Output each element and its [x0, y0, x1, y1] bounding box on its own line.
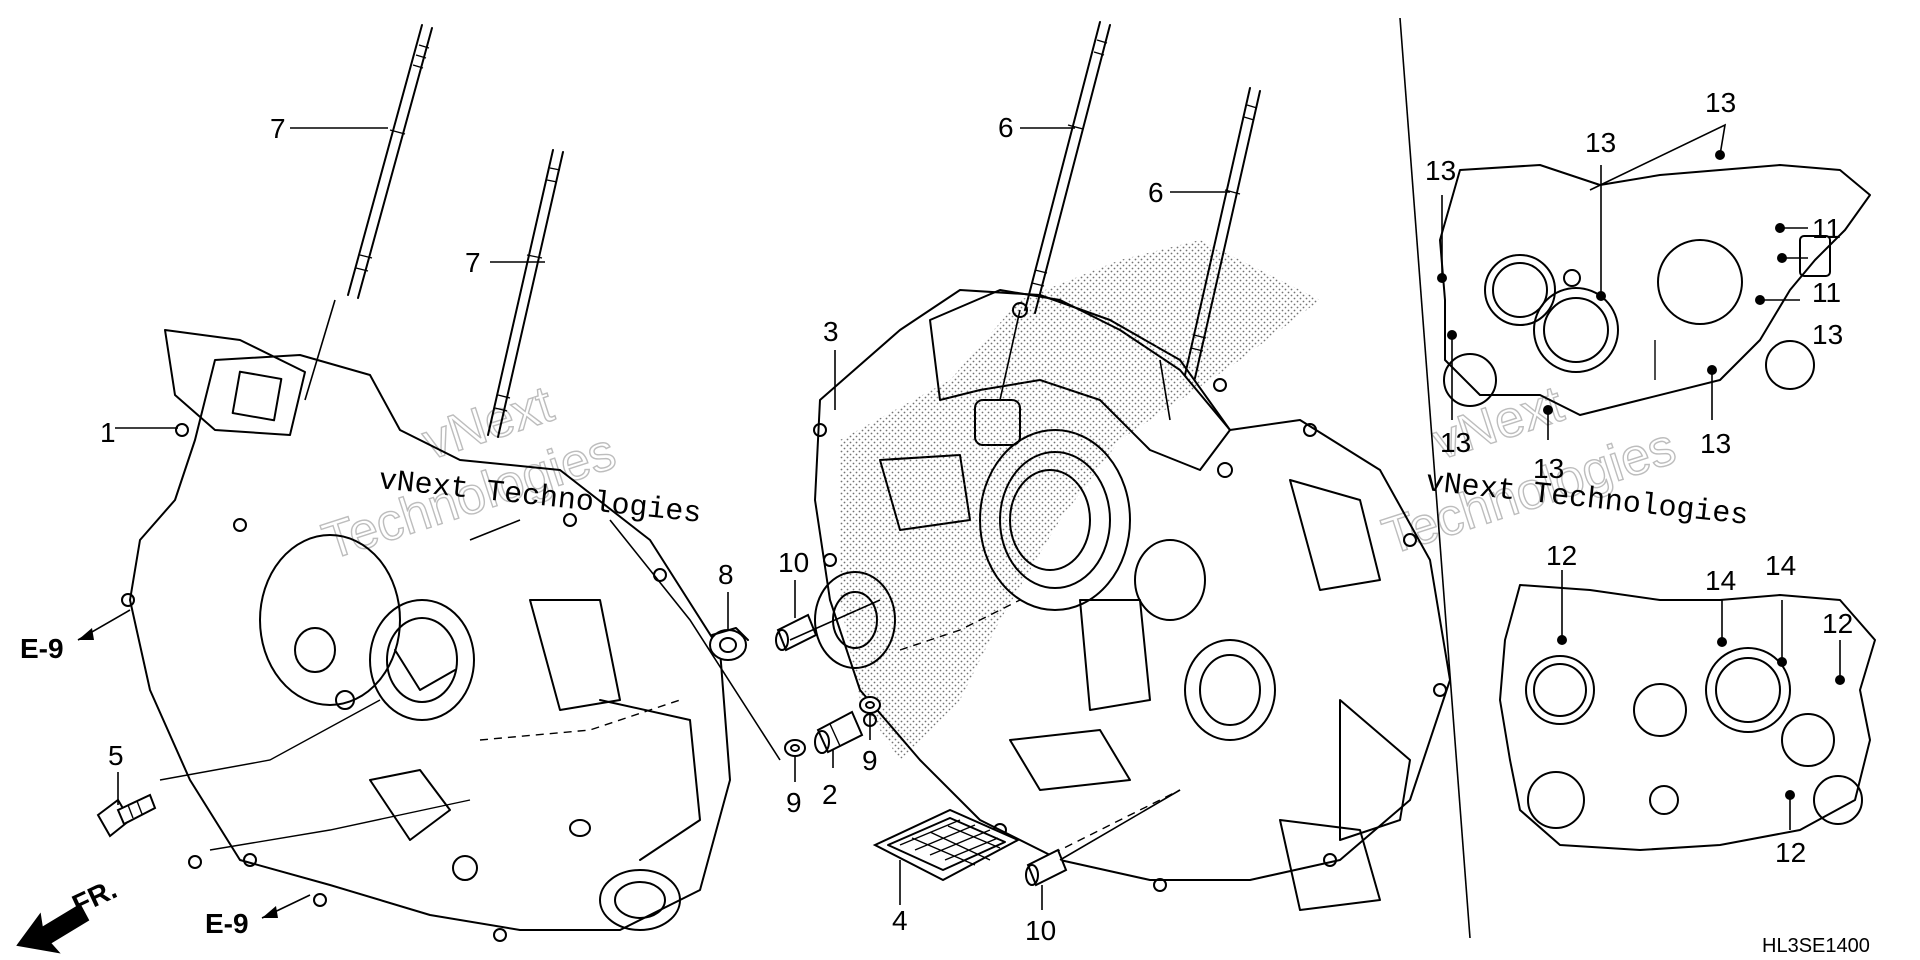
callout-1: 1 [100, 417, 116, 448]
ref-e9-lower: E-9 [205, 908, 249, 939]
callout-8: 8 [718, 559, 734, 590]
callout-7-left: 7 [270, 113, 286, 144]
callout-2: 2 [822, 779, 838, 810]
left-crankcase [121, 329, 731, 942]
callout-12-left: 12 [1546, 540, 1577, 571]
callout-10-lower: 10 [1025, 915, 1056, 946]
callout-13-d: 13 [1705, 87, 1736, 118]
callout-14-left: 14 [1705, 565, 1736, 596]
callout-11-upper: 11 [1812, 213, 1841, 244]
callout-13-a: 13 [1425, 155, 1456, 186]
callout-13-e: 13 [1812, 319, 1843, 350]
ref-e9-upper: E-9 [20, 633, 64, 664]
o-ring-9-left [784, 739, 806, 757]
stud-bolt-7-right [487, 149, 564, 438]
stud-bolt-6-left [1024, 21, 1111, 314]
callout-14-right: 14 [1765, 550, 1796, 581]
callout-10-upper: 10 [778, 547, 809, 578]
right-crankcase [813, 240, 1451, 911]
oil-seal-8 [709, 627, 749, 661]
callout-4: 4 [892, 905, 908, 936]
lower-case-inset [1499, 570, 1876, 851]
section-divider [1399, 17, 1471, 939]
callout-6-right: 6 [1148, 177, 1164, 208]
drain-bolt-5 [96, 793, 157, 838]
callout-5: 5 [108, 740, 124, 771]
callout-13-g: 13 [1533, 453, 1564, 484]
callout-12-bottom: 12 [1775, 837, 1806, 868]
dowel-pin-10-lower [1025, 848, 1068, 887]
diagram-code: HL3SE1400 [1762, 935, 1870, 957]
oil-screen-4 [872, 808, 1021, 882]
callout-3: 3 [823, 316, 839, 347]
upper-inset-bolt-points [1437, 150, 1787, 415]
callout-12-right: 12 [1822, 608, 1853, 639]
callout-13-b: 13 [1440, 427, 1471, 458]
front-direction-arrow [16, 903, 90, 954]
lower-inset-bolt-points [1557, 635, 1845, 800]
callout-9-right: 9 [862, 745, 878, 776]
callout-11-lower: 11 [1812, 277, 1841, 308]
stud-bolt-7-left [347, 24, 433, 299]
watermark-left: vNext Technologies vNext Technologies [315, 374, 703, 572]
callout-6-left: 6 [998, 112, 1014, 143]
collar-2 [814, 710, 864, 754]
leader-lines [115, 127, 1230, 910]
callout-13-f: 13 [1700, 428, 1731, 459]
callout-numbers: 1 2 3 4 5 6 6 7 7 8 9 9 10 10 11 11 12 1… [100, 87, 1853, 946]
dowel-pin-10-upper [775, 613, 818, 652]
o-ring-9-right [859, 696, 881, 714]
callout-7-right: 7 [465, 247, 481, 278]
upper-case-inset [1437, 123, 1871, 440]
callout-9-left: 9 [786, 787, 802, 818]
callout-13-c: 13 [1585, 127, 1616, 158]
